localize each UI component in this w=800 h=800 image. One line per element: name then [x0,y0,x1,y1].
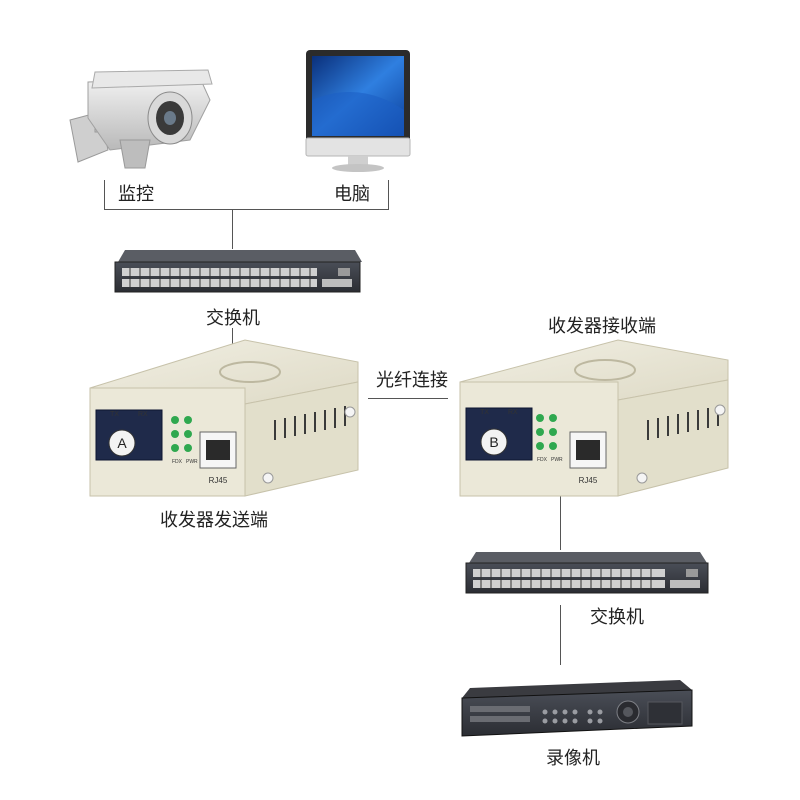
computer-label: 电脑 [334,180,370,206]
transceiver-b-device [460,340,728,496]
transceiver-a-tx-label: TX [110,411,119,418]
transceiver-a-rx-label: RX [138,411,148,418]
transceiver-a-rj45-label: RJ45 [209,476,228,485]
transceiver-a-pwr-label: PWR [186,459,198,465]
transceiver-a-fdx-label: FDX [172,459,183,465]
top-switch-label: 交换机 [206,304,260,330]
bottom-switch-label: 交换机 [590,603,644,629]
fiber-link-label: 光纤连接 [376,366,448,392]
video-recorder-icon [462,680,692,736]
transceiver-b-pwr-label: PWR [551,457,563,463]
recorder-label: 录像机 [546,744,600,770]
security-camera-icon [70,70,212,168]
bottom-switch-icon [466,552,708,593]
transceiver-send-label: 收发器发送端 [160,506,268,532]
transceiver-b-fdx-label: FDX [537,457,548,463]
transceiver-a-device [90,340,358,496]
top-switch-icon [115,250,362,292]
transceiver-receive-label: 收发器接收端 [548,312,656,338]
transceiver-b-port-letter: B [489,434,498,450]
transceiver-b-rj45-label: RJ45 [579,476,598,485]
computer-monitor-icon [306,50,410,172]
transceiver-a-port-letter: A [117,435,127,451]
transceiver-b-tx-label: TX [480,409,489,416]
camera-label: 监控 [118,180,154,206]
transceiver-b-rx-label: RX [508,409,518,416]
